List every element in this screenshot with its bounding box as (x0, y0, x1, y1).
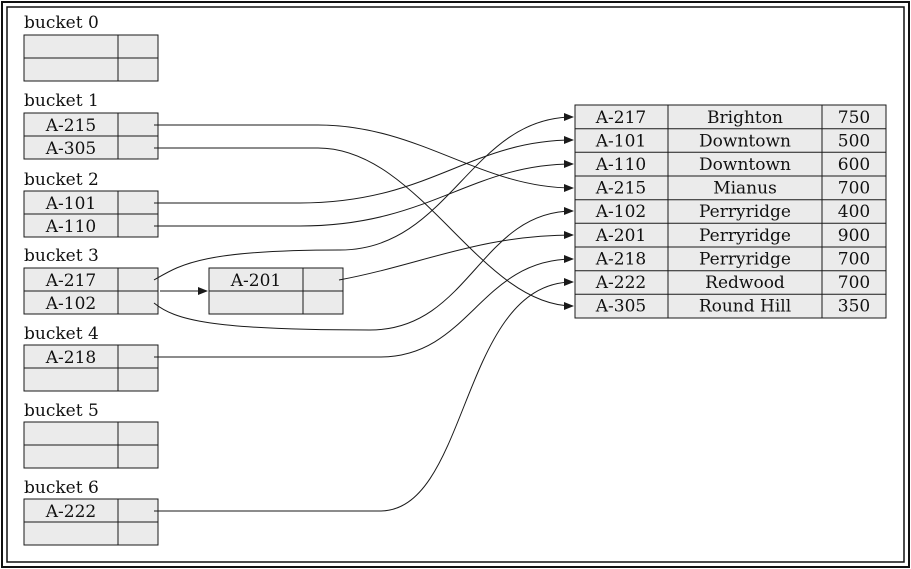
table-box (574, 104, 887, 319)
bucket-1: bucket 1 A-215 A-305 (23, 91, 159, 160)
bucket-entry: A-222 (45, 502, 96, 522)
pointer-a101 (154, 136, 574, 204)
overflow-bucket: A-201 (208, 267, 344, 315)
branch-name: Perryridge (699, 202, 791, 222)
table-row: A-218 Perryridge 700 (595, 250, 870, 270)
bucket-4: bucket 4 A-218 (23, 324, 159, 392)
bucket-5: bucket 5 (23, 401, 159, 469)
bucket-label: bucket 6 (24, 478, 99, 498)
bucket-label: bucket 0 (24, 13, 99, 33)
account-number: A-101 (595, 132, 646, 152)
bucket-entry: A-110 (45, 217, 96, 237)
balance: 600 (838, 155, 870, 175)
balance: 350 (838, 297, 870, 317)
pointer-a217 (153, 113, 574, 281)
account-number: A-215 (595, 179, 646, 199)
table-row: A-101 Downtown 500 (595, 132, 870, 152)
branch-name: Perryridge (699, 226, 791, 246)
bucket-3: bucket 3 A-217 A-102 (23, 246, 159, 315)
table-row: A-217 Brighton 750 (595, 108, 870, 128)
balance: 700 (838, 179, 870, 199)
account-number: A-110 (595, 155, 646, 175)
pointers (153, 113, 574, 512)
pointer-a222 (154, 278, 574, 512)
balance: 900 (838, 226, 870, 246)
table-row: A-102 Perryridge 400 (595, 202, 870, 222)
branch-name: Brighton (707, 108, 783, 128)
balance: 500 (838, 132, 870, 152)
balance: 700 (838, 273, 870, 293)
account-number: A-102 (595, 202, 646, 222)
branch-name: Round Hill (699, 297, 791, 317)
bucket-label: bucket 1 (24, 91, 99, 111)
bucket-label: bucket 2 (24, 170, 99, 190)
pointer-a305 (154, 147, 574, 310)
branch-name: Downtown (699, 132, 791, 152)
bucket-label: bucket 4 (24, 324, 99, 344)
bucket-entry: A-218 (45, 348, 96, 368)
balance: 700 (838, 250, 870, 270)
branch-name: Mianus (713, 179, 777, 199)
table-row: A-222 Redwood 700 (595, 273, 870, 293)
account-number: A-201 (595, 226, 646, 246)
table-row: A-110 Downtown 600 (595, 155, 870, 175)
bucket-6: bucket 6 A-222 (23, 478, 159, 546)
pointer-a110 (154, 160, 574, 227)
table-row: A-201 Perryridge 900 (595, 226, 870, 246)
bucket-label: bucket 3 (24, 246, 99, 266)
branch-name: Redwood (705, 273, 785, 293)
account-number: A-222 (595, 273, 646, 293)
table-row: A-305 Round Hill 350 (595, 297, 870, 317)
bucket-entry: A-217 (45, 271, 96, 291)
pointer-a102 (153, 207, 574, 331)
account-number: A-305 (595, 297, 646, 317)
account-number: A-218 (595, 250, 646, 270)
bucket-0: bucket 0 (23, 13, 159, 82)
account-number: A-217 (595, 108, 646, 128)
balance: 400 (838, 202, 870, 222)
bucket-entry: A-215 (45, 116, 96, 136)
pointer-a201 (338, 231, 574, 281)
pointer-a218 (154, 255, 574, 358)
bucket-entry: A-101 (45, 194, 96, 214)
table-row: A-215 Mianus 700 (595, 179, 870, 199)
bucket-entry: A-305 (45, 139, 96, 159)
pointer-a215 (154, 124, 574, 192)
branch-name: Perryridge (699, 250, 791, 270)
bucket-2: bucket 2 A-101 A-110 (23, 170, 159, 238)
bucket-entry: A-102 (45, 294, 96, 314)
bucket-label: bucket 5 (24, 401, 99, 421)
balance: 750 (838, 108, 870, 128)
overflow-entry: A-201 (230, 271, 281, 291)
account-table: A-217 Brighton 750 A-101 Downtown 500 A-… (574, 104, 887, 319)
branch-name: Downtown (699, 155, 791, 175)
